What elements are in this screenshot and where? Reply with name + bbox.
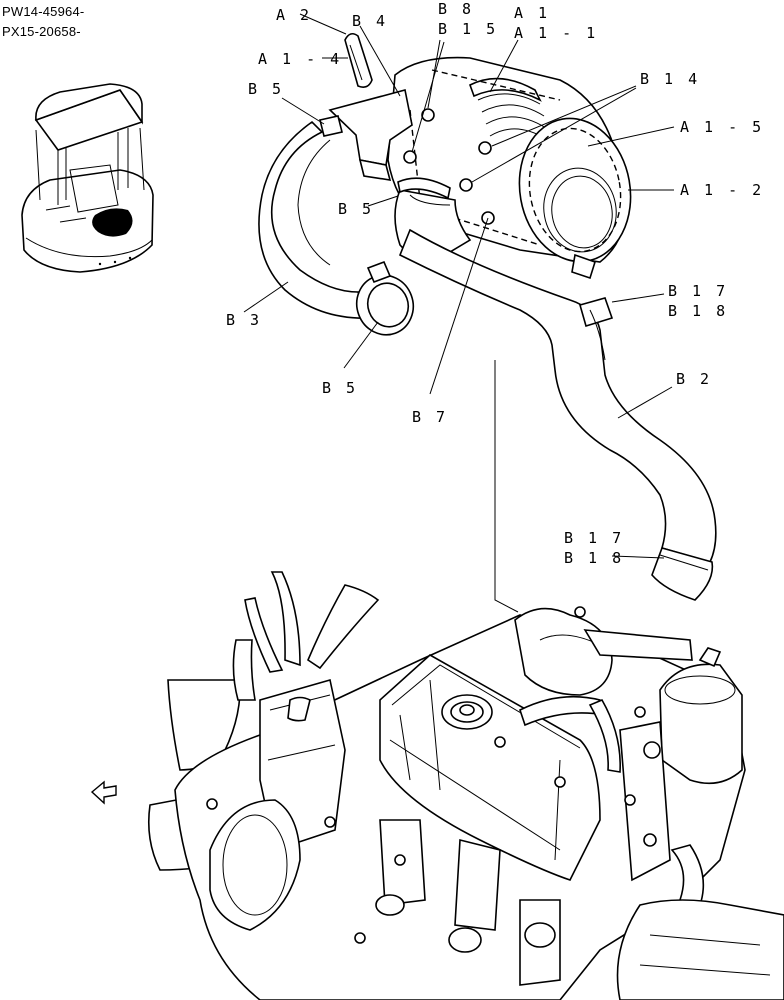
front-direction-arrow-icon: [90, 780, 117, 805]
machine-locator-icon: [21, 83, 154, 273]
callout-a1-2: A 1 - 2: [680, 181, 764, 199]
callout-b5-top: B 5: [248, 80, 284, 98]
hose-clamp-b5: [355, 260, 415, 336]
callout-a1: A 1: [514, 4, 550, 22]
air-intake-hose-b3: [258, 120, 372, 319]
callout-a1-4: A 1 - 4: [258, 50, 342, 68]
serial-range-1: PW14-45964-: [2, 4, 85, 19]
air-cleaner-assembly: [319, 32, 632, 280]
callout-b18-top: B 1 8: [668, 302, 728, 320]
callout-b5-low: B 5: [322, 379, 358, 397]
callout-b5-mid: B 5: [338, 200, 374, 218]
air-intake-hose-b2: [398, 228, 717, 601]
leader-lines: [243, 13, 675, 559]
bolt-b8: [403, 150, 417, 164]
callout-b4: B 4: [352, 12, 388, 30]
callout-labels: A 2 B 4 B 8 B 1 5 A 1 A 1 - 1 A 1 - 4 B …: [226, 0, 764, 567]
callout-b14: B 1 4: [640, 70, 700, 88]
bolt-b15: [421, 108, 435, 122]
callout-a1-1: A 1 - 1: [514, 24, 598, 42]
callout-b3: B 3: [226, 311, 262, 329]
serial-range-2: PX15-20658-: [2, 24, 81, 39]
callout-a2: A 2: [276, 6, 312, 24]
callout-b18-bot: B 1 8: [564, 549, 624, 567]
callout-b17-top: B 1 7: [668, 282, 728, 300]
callout-b8: B 8: [438, 0, 474, 18]
callout-a1-5: A 1 - 5: [680, 118, 764, 136]
callout-b2: B 2: [676, 370, 712, 388]
callout-b15: B 1 5: [438, 20, 498, 38]
bolt-b14-a: [478, 141, 492, 155]
callout-b7: B 7: [412, 408, 448, 426]
callout-b17-bot: B 1 7: [564, 529, 624, 547]
engine-assembly: [147, 571, 784, 1000]
bolt-b14-b: [459, 178, 473, 192]
